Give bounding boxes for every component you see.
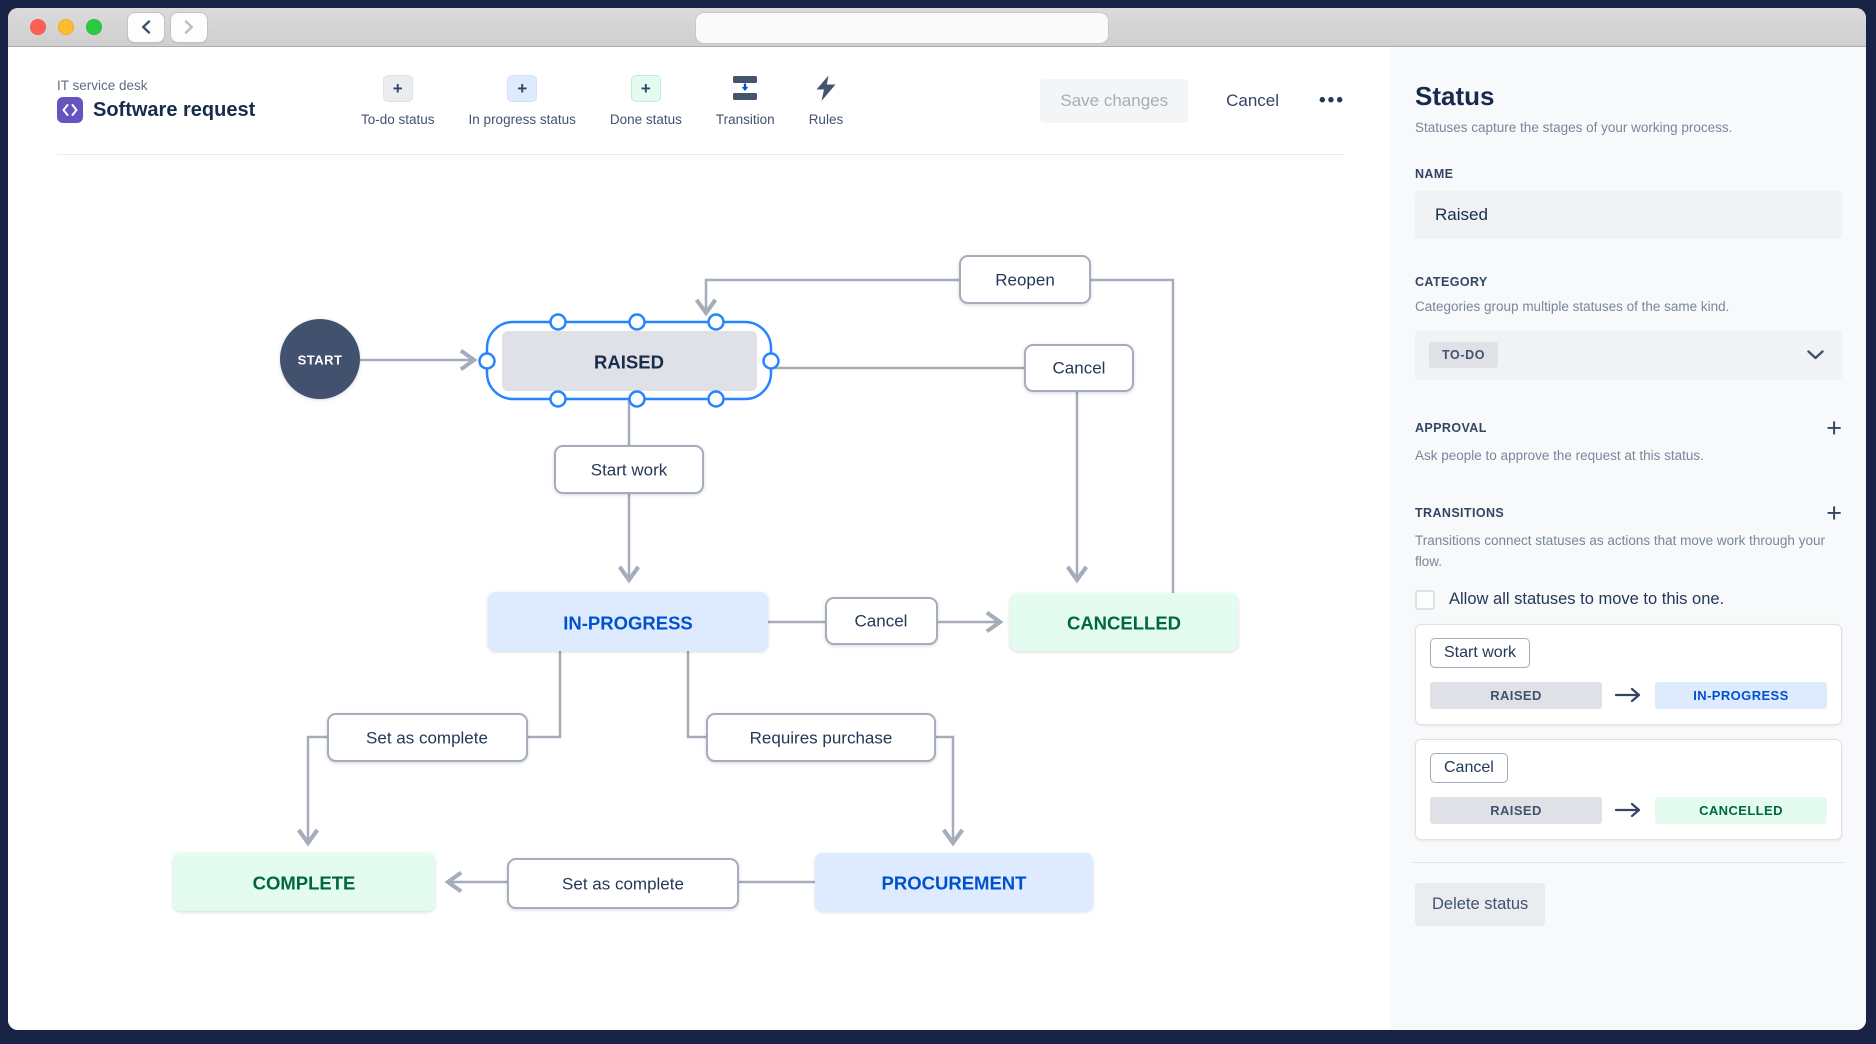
node-procurement[interactable]: PROCUREMENT: [815, 853, 1093, 911]
add-inprogress-status-button[interactable]: + In progress status: [468, 74, 576, 127]
cancel-button[interactable]: Cancel: [1226, 90, 1280, 110]
page-title: Software request: [93, 98, 256, 121]
panel-title: Status: [1415, 81, 1495, 111]
node-raised-selected[interactable]: RAISED: [478, 313, 780, 408]
rules-button[interactable]: Rules: [808, 75, 844, 127]
back-button[interactable]: [127, 11, 165, 43]
code-brackets-icon: [62, 104, 78, 116]
status-detail-panel: Status Statuses capture the stages of yo…: [1391, 47, 1866, 1030]
svg-text:CANCELLED: CANCELLED: [1067, 613, 1181, 634]
selection-handles[interactable]: [478, 313, 780, 408]
zoom-window-button[interactable]: [86, 19, 102, 35]
svg-text:Start work: Start work: [591, 461, 668, 480]
node-start[interactable]: START: [280, 319, 360, 399]
transitions-description: Transitions connect statuses as actions …: [1415, 532, 1825, 569]
sidebar-divider: [1411, 861, 1846, 863]
workflow-app-icon: [57, 97, 83, 123]
category-select[interactable]: TO-DO: [1415, 329, 1842, 380]
close-window-button[interactable]: [30, 19, 46, 35]
transition-action-button[interactable]: Start work: [1430, 637, 1531, 668]
transition-label-start-work[interactable]: Start work: [554, 445, 704, 494]
edge-cancelled-to-raised-reopen[interactable]: [694, 278, 1175, 593]
plus-icon: +: [382, 74, 413, 102]
add-transition-button[interactable]: Transition: [716, 75, 775, 127]
plus-icon: +: [507, 74, 538, 102]
transition-label-reopen[interactable]: Reopen: [959, 255, 1091, 304]
app-window: IT service desk Software request +: [8, 8, 1866, 1030]
address-bar[interactable]: [695, 12, 1109, 44]
transition-label-set-as-complete-bottom[interactable]: Set as complete: [507, 858, 739, 909]
add-approval-button[interactable]: +: [1826, 412, 1842, 443]
category-field-label: CATEGORY: [1415, 275, 1488, 289]
breadcrumb[interactable]: IT service desk: [57, 78, 148, 93]
svg-text:Cancel: Cancel: [855, 612, 908, 631]
transition-card-cancel: Cancel RAISED CANCELLED: [1415, 738, 1842, 840]
allow-all-statuses-checkbox[interactable]: [1415, 589, 1435, 610]
tool-label: Done status: [609, 111, 682, 127]
chevron-down-icon: [1807, 350, 1824, 360]
transition-card-start-work: Start work RAISED IN-PROGRESS: [1415, 623, 1842, 725]
svg-text:PROCUREMENT: PROCUREMENT: [882, 873, 1028, 894]
workflow-toolbar: IT service desk Software request +: [57, 47, 1345, 155]
approval-section-label: APPROVAL: [1415, 420, 1487, 435]
svg-text:START: START: [298, 353, 343, 368]
svg-text:Cancel: Cancel: [1053, 359, 1106, 378]
edge-raised-to-cancelled[interactable]: [771, 366, 1089, 584]
category-value-lozenge: TO-DO: [1429, 341, 1499, 368]
svg-text:Set as complete: Set as complete: [562, 875, 684, 894]
transition-label-requires-purchase[interactable]: Requires purchase: [706, 713, 936, 762]
transition-label-cancel-from-raised[interactable]: Cancel: [1024, 344, 1134, 392]
macos-titlebar: [8, 8, 1866, 47]
workflow-diagram: Reopen Cancel Start work Cancel Set as c…: [173, 255, 1238, 911]
name-field-label: NAME: [1415, 167, 1454, 181]
to-status-pill: IN-PROGRESS: [1655, 681, 1827, 709]
transition-action-button[interactable]: Cancel: [1430, 752, 1508, 783]
svg-text:Requires purchase: Requires purchase: [750, 729, 893, 748]
from-status-pill: RAISED: [1430, 796, 1602, 824]
minimize-window-button[interactable]: [58, 19, 74, 35]
from-status-pill: RAISED: [1430, 681, 1602, 709]
plus-icon: +: [630, 74, 661, 102]
category-description: Categories group multiple statuses of th…: [1415, 299, 1730, 314]
more-menu-button[interactable]: •••: [1319, 89, 1345, 111]
forward-button[interactable]: [170, 11, 208, 43]
add-transition-sidebar-button[interactable]: +: [1826, 497, 1842, 528]
tool-label: In progress status: [468, 111, 576, 127]
node-cancelled[interactable]: CANCELLED: [1010, 593, 1238, 651]
panel-subtitle: Statuses capture the stages of your work…: [1415, 120, 1733, 135]
svg-text:Reopen: Reopen: [995, 271, 1055, 290]
allow-all-statuses-label: Allow all statuses to move to this one.: [1449, 590, 1725, 609]
add-done-status-button[interactable]: + Done status: [609, 74, 682, 127]
arrow-right-icon: [1614, 688, 1640, 703]
add-todo-status-button[interactable]: + To-do status: [361, 74, 435, 127]
arrow-right-icon: [1614, 803, 1640, 818]
transition-label-cancel-from-inprogress[interactable]: Cancel: [825, 597, 938, 645]
chevron-left-icon: [142, 20, 151, 34]
status-name-input[interactable]: [1415, 191, 1842, 239]
tool-label: To-do status: [361, 111, 435, 127]
node-complete[interactable]: COMPLETE: [173, 853, 435, 911]
transitions-section-label: TRANSITIONS: [1415, 505, 1505, 520]
save-changes-button[interactable]: Save changes: [1040, 78, 1189, 123]
svg-text:COMPLETE: COMPLETE: [253, 873, 356, 894]
lightning-bolt-icon: [816, 75, 836, 101]
workflow-canvas-area: IT service desk Software request +: [8, 47, 1391, 1030]
tool-label: Transition: [715, 111, 775, 127]
transition-label-set-as-complete-left[interactable]: Set as complete: [327, 713, 528, 762]
tool-label: Rules: [808, 111, 844, 127]
svg-text:Set as complete: Set as complete: [366, 729, 488, 748]
transition-icon: [733, 76, 758, 100]
chevron-right-icon: [184, 20, 193, 34]
svg-text:RAISED: RAISED: [594, 352, 664, 373]
to-status-pill: CANCELLED: [1655, 796, 1827, 824]
traffic-lights: [8, 19, 102, 35]
approval-description: Ask people to approve the request at thi…: [1415, 447, 1704, 463]
node-in-progress[interactable]: IN-PROGRESS: [488, 592, 768, 651]
svg-text:IN-PROGRESS: IN-PROGRESS: [563, 613, 693, 634]
delete-status-button[interactable]: Delete status: [1415, 882, 1546, 926]
